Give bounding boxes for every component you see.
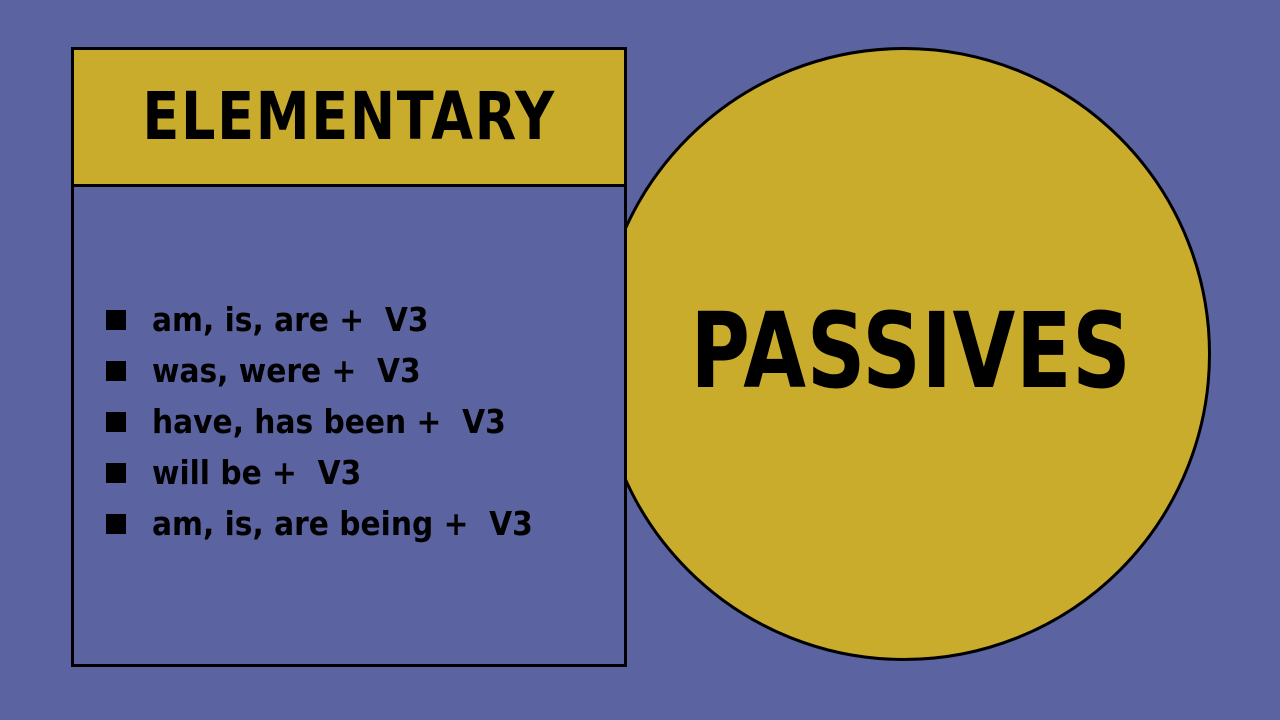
list-item-text: am, is, are + V3 <box>152 300 429 339</box>
square-bullet-icon <box>106 309 126 330</box>
list-item-text: have, has been + V3 <box>152 402 506 441</box>
passives-title: PASSIVES <box>690 290 1132 412</box>
list-item: will be + V3 <box>106 447 575 498</box>
square-bullet-icon <box>106 411 126 432</box>
elementary-panel: ELEMENTARY am, is, are + V3 was, were + … <box>71 47 627 667</box>
list-item-text: will be + V3 <box>152 453 362 492</box>
list-item: am, is, are + V3 <box>106 294 575 345</box>
square-bullet-icon <box>106 513 126 534</box>
panel-header: ELEMENTARY <box>74 50 624 187</box>
list-item-text: am, is, are being + V3 <box>152 504 533 543</box>
panel-title: ELEMENTARY <box>142 78 556 155</box>
yellow-circle <box>597 47 1211 661</box>
square-bullet-icon <box>106 360 126 381</box>
list-item: was, were + V3 <box>106 345 575 396</box>
formula-list: am, is, are + V3 was, were + V3 have, ha… <box>106 294 575 549</box>
list-item: have, has been + V3 <box>106 396 575 447</box>
square-bullet-icon <box>106 462 126 483</box>
list-item: am, is, are being + V3 <box>106 498 575 549</box>
list-item-text: was, were + V3 <box>152 351 421 390</box>
